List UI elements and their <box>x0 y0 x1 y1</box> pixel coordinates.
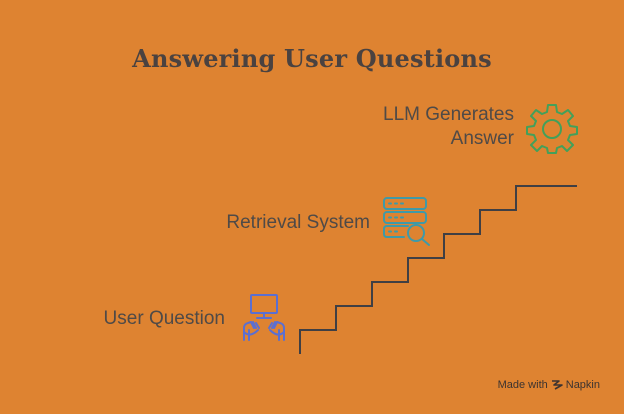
gear-icon <box>526 104 578 154</box>
server-search-icon <box>383 197 430 246</box>
credit-prefix: Made with <box>497 379 548 391</box>
step-label-user-question: User Question <box>103 308 225 329</box>
credit-brand: Napkin <box>565 379 600 391</box>
made-with-napkin-credit: Made with Napkin <box>498 379 600 391</box>
step-label-line-2: Answer <box>450 128 514 149</box>
napkin-logo-icon <box>551 380 563 390</box>
user-computer-icon <box>243 294 285 341</box>
step-label-llm-generates-answer: LLM Generates Answer <box>383 103 514 151</box>
staircase-path <box>299 185 577 354</box>
step-label-line-1: LLM Generates <box>383 104 514 125</box>
step-label-retrieval-system: Retrieval System <box>226 212 370 233</box>
diagram-title: Answering User Questions <box>132 44 492 73</box>
